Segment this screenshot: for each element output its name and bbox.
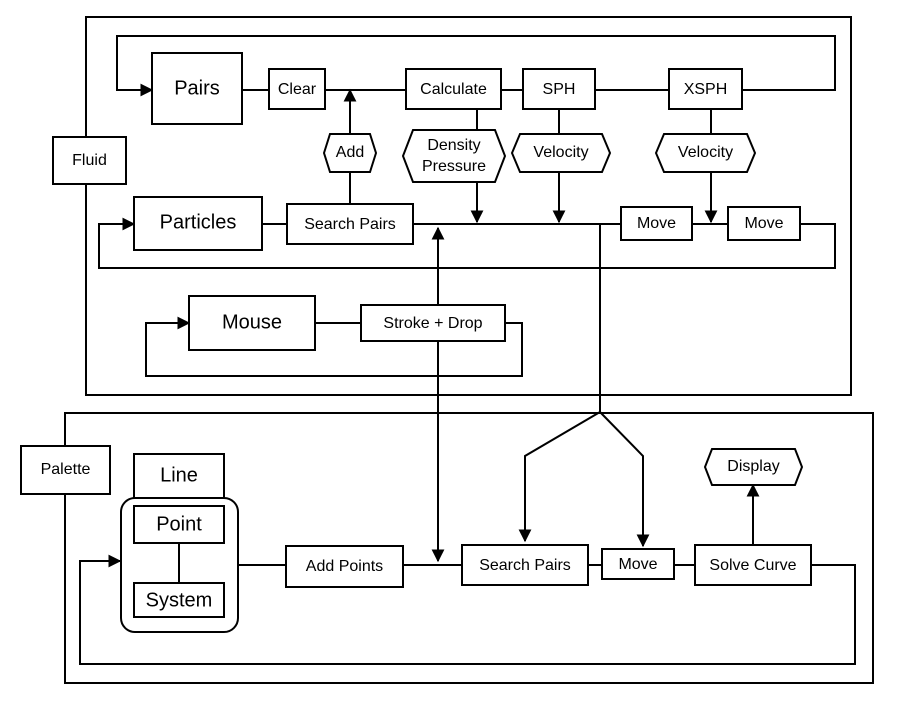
- fluid-label-box: [52, 136, 127, 185]
- palette-move-node: [601, 548, 675, 580]
- add-label: Add: [336, 144, 364, 161]
- pairs-label: Pairs: [174, 77, 220, 99]
- branch-to-search-edge: [518, 411, 601, 543]
- xsph-node: [668, 68, 743, 110]
- line-label: Line: [160, 464, 198, 486]
- density-pressure-hexagon: [401, 129, 507, 183]
- point-node: [133, 505, 225, 544]
- clear-label: Clear: [278, 81, 317, 98]
- stroke-drop-label: Stroke + Drop: [383, 315, 482, 332]
- display-hexagon: [703, 448, 804, 486]
- sph-velocity-hexagon: [510, 133, 612, 173]
- sph-label: SPH: [543, 81, 576, 98]
- add-points-label: Add Points: [306, 558, 383, 575]
- palette-search-pairs-label: Search Pairs: [479, 557, 571, 574]
- calculate-label: Calculate: [420, 81, 487, 98]
- mouse-node: [188, 295, 316, 351]
- xsph-label: XSPH: [684, 81, 728, 98]
- sph-node: [522, 68, 596, 110]
- particles-node: [133, 196, 263, 251]
- calculate-node: [405, 68, 502, 110]
- fluid-label: Fluid: [72, 152, 107, 169]
- fluid-search-pairs-node: [286, 203, 414, 245]
- move-node-1: [620, 206, 693, 241]
- add-hexagon: [322, 133, 378, 173]
- fluid-group-frame: [85, 16, 852, 396]
- pairs-node: [151, 52, 243, 125]
- move-label-1: Move: [637, 215, 676, 232]
- add-points-node: [285, 545, 404, 588]
- palette-label: Palette: [41, 461, 91, 478]
- palette-group-frame: [64, 412, 874, 684]
- stroke-drop-node: [360, 304, 506, 342]
- move-node-2: [727, 206, 801, 241]
- palette-label-box: [20, 445, 111, 495]
- particles-label: Particles: [160, 211, 237, 233]
- display-label: Display: [727, 458, 779, 475]
- pressure-label: Pressure: [422, 158, 486, 175]
- xsph-velocity-label: Velocity: [678, 144, 733, 161]
- palette-move-label: Move: [618, 556, 657, 573]
- xsph-velocity-hexagon: [654, 133, 757, 173]
- line-node: [133, 453, 225, 499]
- move-label-2: Move: [744, 215, 783, 232]
- palette-search-pairs-node: [461, 544, 589, 586]
- point-label: Point: [156, 513, 202, 535]
- system-node: [133, 582, 225, 618]
- clear-node: [268, 68, 326, 110]
- mouse-label: Mouse: [222, 311, 282, 333]
- fluid-search-pairs-label: Search Pairs: [304, 216, 396, 233]
- system-label: System: [146, 589, 213, 611]
- branch-to-move-edge: [599, 411, 650, 548]
- solve-curve-label: Solve Curve: [709, 557, 796, 574]
- density-label: Density: [427, 137, 480, 154]
- sph-velocity-label: Velocity: [533, 144, 588, 161]
- solve-curve-node: [694, 544, 812, 586]
